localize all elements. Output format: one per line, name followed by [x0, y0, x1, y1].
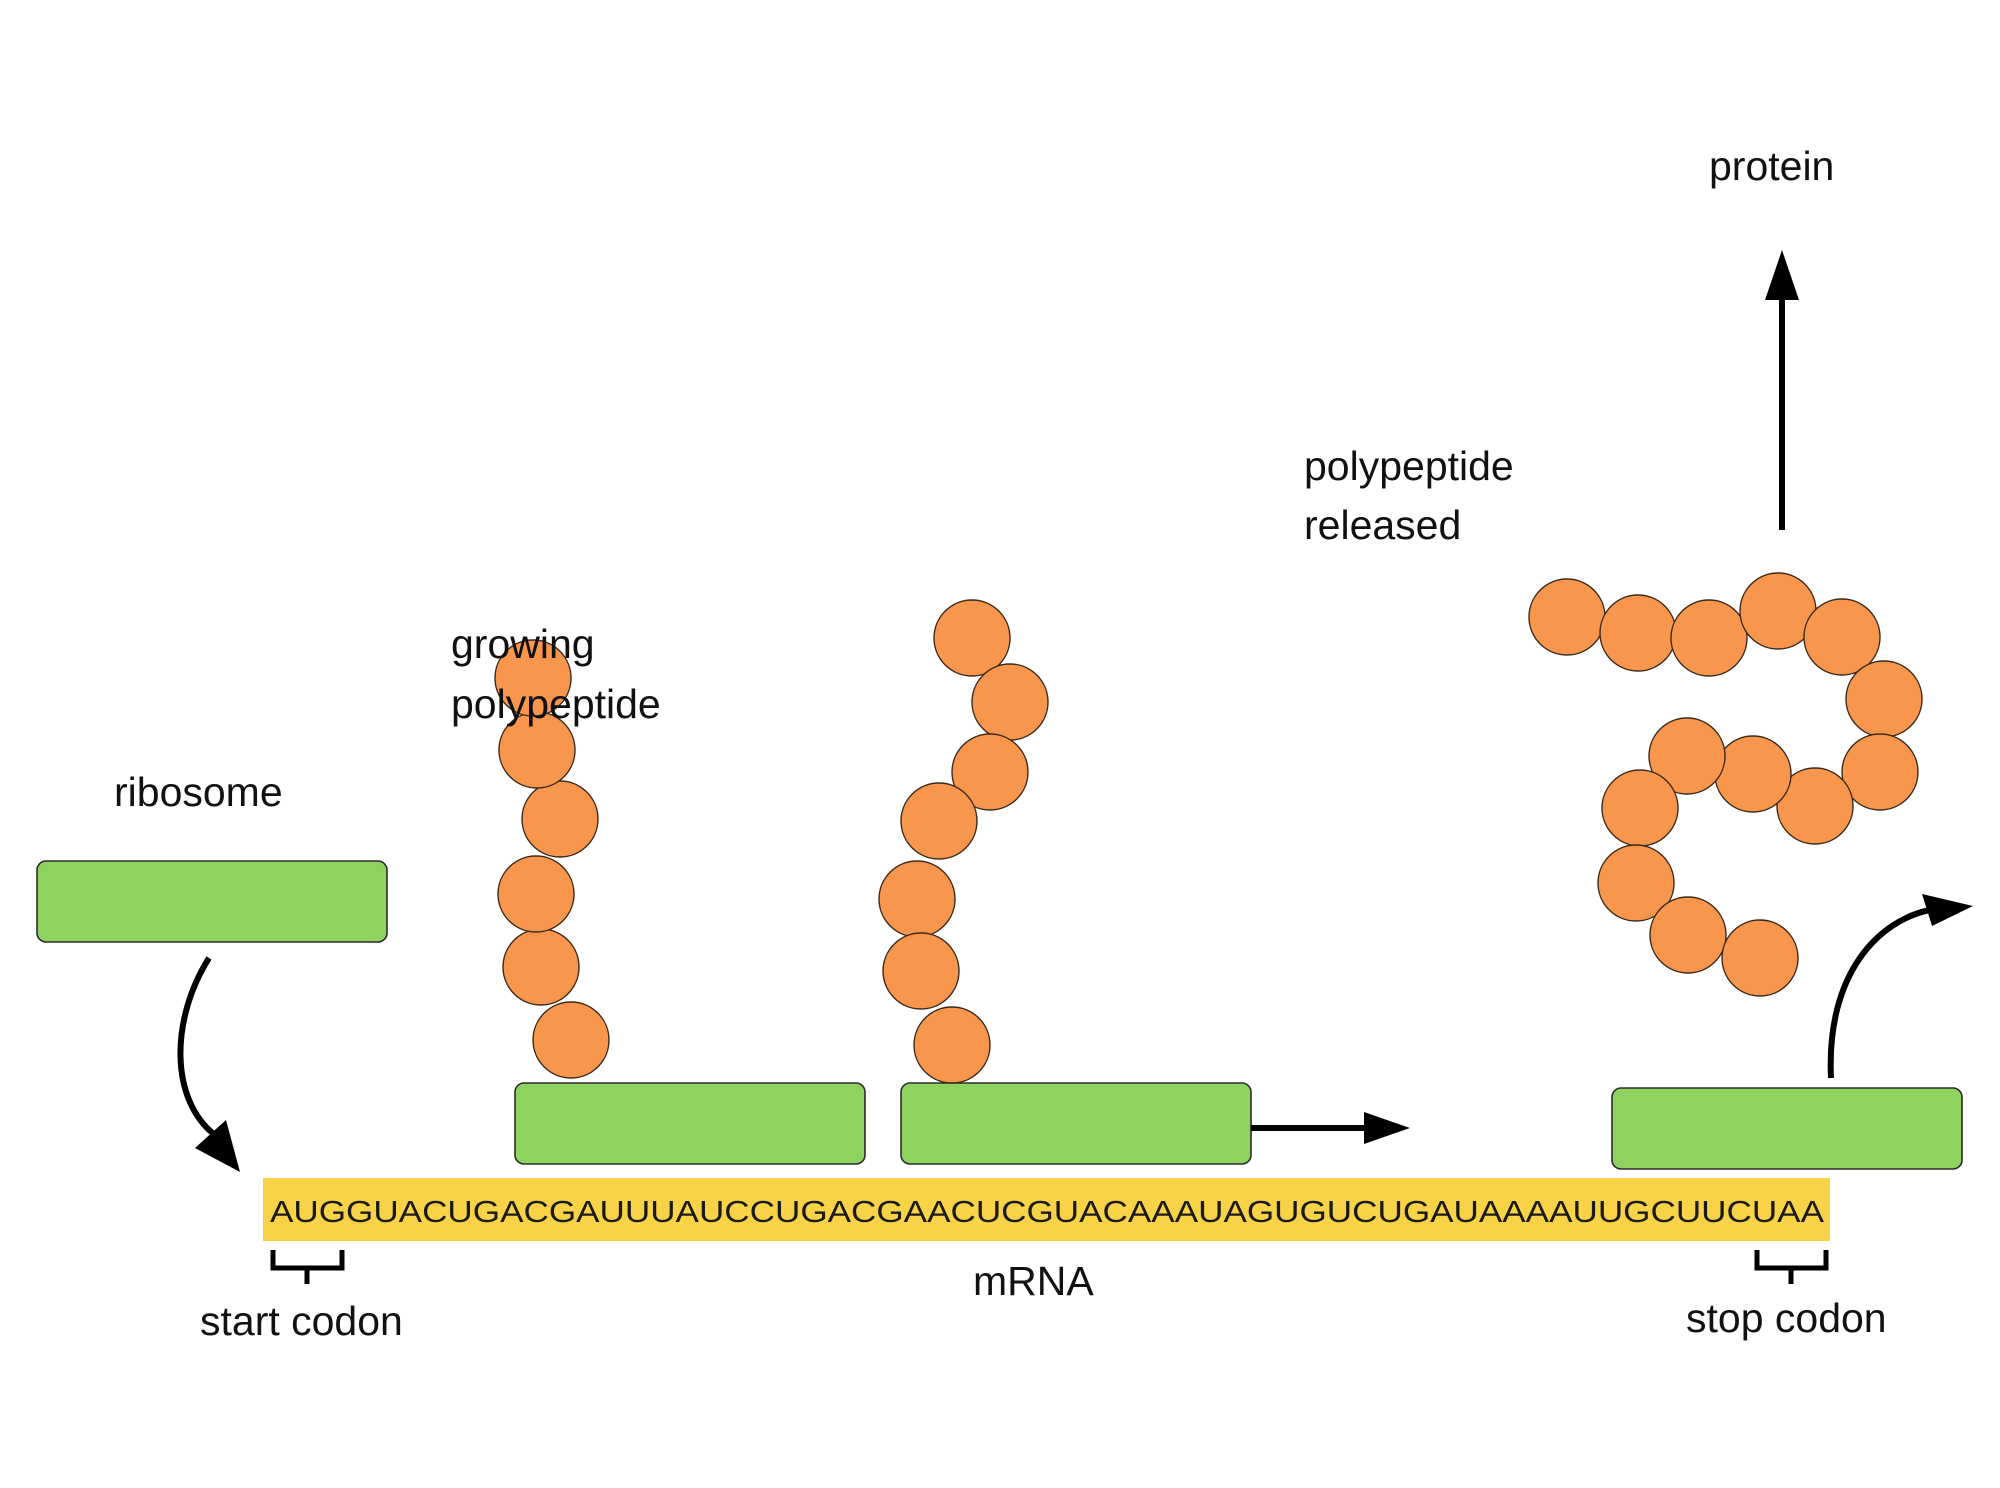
mrna-strip — [263, 1178, 1830, 1241]
ribosome-terminating — [1611, 1087, 1963, 1170]
ribosome-elongating — [900, 1082, 1252, 1165]
amino-acid — [900, 782, 978, 860]
amino-acid — [497, 855, 575, 933]
amino-acid — [1599, 594, 1677, 672]
start-codon-bracket — [270, 1250, 345, 1284]
growing-polypeptide-short — [494, 639, 610, 1079]
amino-acid — [882, 932, 960, 1010]
amino-acid — [971, 663, 1049, 741]
amino-acid — [1597, 844, 1675, 922]
ribosome-label: ribosome — [114, 769, 283, 815]
mrna-label: mRNA — [973, 1258, 1094, 1304]
stop-codon-bracket — [1754, 1250, 1829, 1284]
amino-acid — [1841, 733, 1919, 811]
amino-acid — [1648, 717, 1726, 795]
ribosome-free — [36, 860, 388, 943]
amino-acid — [502, 928, 580, 1006]
amino-acid — [1670, 599, 1748, 677]
amino-acid — [1601, 769, 1679, 847]
amino-acid — [1803, 598, 1881, 676]
amino-acid — [1649, 896, 1727, 974]
protein-arrow — [1765, 250, 1799, 530]
ribosome-release-arrow — [1827, 894, 1973, 1079]
amino-acid — [878, 860, 956, 938]
growing-polypeptide-label-line1: growing — [451, 621, 595, 667]
amino-acid — [933, 599, 1011, 677]
amino-acid — [494, 639, 572, 717]
released-protein — [1528, 572, 1923, 997]
amino-acid — [913, 1006, 991, 1084]
amino-acid — [532, 1001, 610, 1079]
growing-polypeptide-label-line2: polypeptide — [451, 681, 661, 727]
mrna-sequence: AUGGUACUGACGAUUUAUCCUGACGAACUCGUACAAAUAG… — [270, 1194, 1824, 1229]
ribosome-early — [514, 1082, 866, 1165]
amino-acid — [1714, 735, 1792, 813]
protein-label: protein — [1709, 143, 1834, 189]
amino-acid — [1845, 660, 1923, 738]
amino-acid — [1528, 578, 1606, 656]
amino-acid — [951, 733, 1029, 811]
ribosome-movement-arrow — [1251, 1112, 1410, 1144]
ribosome-binding-arrow — [177, 956, 240, 1172]
amino-acid — [1721, 919, 1799, 997]
amino-acid — [1776, 767, 1854, 845]
start-codon-label: start codon — [200, 1298, 403, 1344]
mrna-strand: AUGGUACUGACGAUUUAUCCUGACGAACUCGUACAAAUAG… — [263, 1178, 1830, 1241]
stop-codon-label: stop codon — [1686, 1295, 1887, 1341]
polypeptide-released-label-line2: released — [1304, 502, 1461, 548]
growing-polypeptide-long — [878, 599, 1049, 1084]
polypeptide-released-label-line1: polypeptide — [1304, 443, 1514, 489]
amino-acid — [521, 780, 599, 858]
